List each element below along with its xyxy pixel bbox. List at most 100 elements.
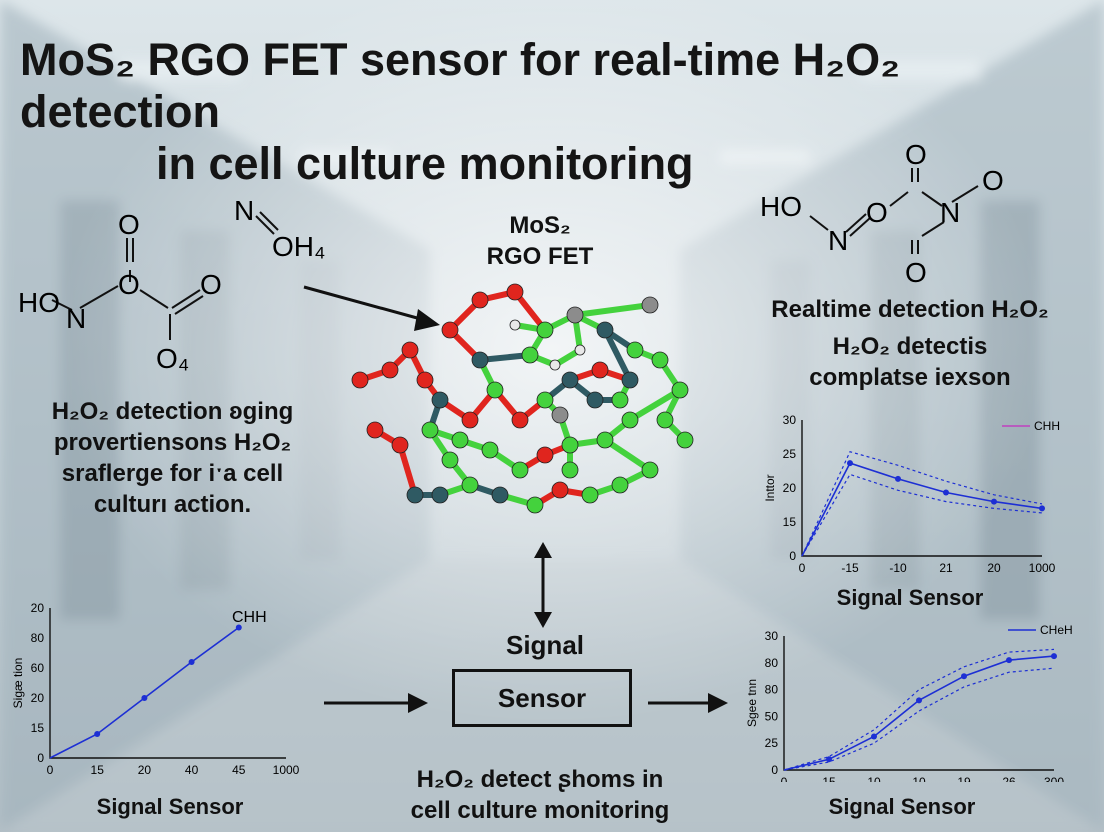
molecule-bond — [602, 327, 633, 383]
molecule-atom — [611, 476, 629, 494]
data-point — [916, 697, 922, 704]
x-tick-label: -15 — [841, 561, 859, 575]
x-tick-label: 21 — [939, 561, 953, 575]
left-caption: H₂O₂ detection ʚging provertiensons H₂O₂… — [20, 396, 325, 520]
molecule-atom — [461, 476, 479, 494]
molecule-atom — [671, 381, 689, 399]
series-line — [783, 655, 1055, 771]
chart-top-right-xlabel: Signal Sensor — [836, 585, 984, 610]
right-atom-O-mid: O — [866, 197, 888, 228]
molecule-atom — [366, 421, 384, 439]
x-tick-label: 20 — [138, 763, 152, 777]
arrow-into-sensor — [324, 693, 428, 713]
x-tick-label: 300 — [1044, 775, 1064, 782]
molecule-atom — [651, 351, 669, 369]
left-atom-N: N — [66, 303, 86, 334]
right-structural-formula: O HO O N O N O — [760, 140, 1004, 288]
molecule-atom — [416, 371, 434, 389]
x-tick-label: 20 — [987, 561, 1001, 575]
molecule-atom — [511, 411, 529, 429]
small-molecule-OH4: OH₄ — [272, 231, 325, 262]
molecule-atom — [441, 451, 459, 469]
molecule-bond — [397, 442, 418, 498]
y-tick-label: 80 — [765, 656, 779, 670]
sensor-box-label: Sensor — [497, 682, 587, 713]
center-label-line-2: RGO FET — [486, 243, 594, 270]
molecule-atom — [509, 319, 521, 331]
molecule-atom — [406, 486, 424, 504]
molecule-atom — [581, 486, 599, 504]
left-atom-O2: O — [118, 269, 140, 300]
data-point — [188, 659, 195, 665]
molecule-atom — [549, 359, 561, 371]
right-atom-HO: HO — [760, 191, 802, 222]
series-line — [801, 462, 1043, 557]
right-caption-line-3: complatse ieхson — [809, 364, 1011, 391]
x-tick-label: 26 — [1002, 775, 1016, 782]
molecule-atom — [536, 391, 554, 409]
molecule-atom — [351, 371, 369, 389]
molecule-atom — [391, 436, 409, 454]
center-label-line-1: MoS₂ — [509, 212, 571, 239]
molecule-atom — [481, 441, 499, 459]
molecule-atom — [641, 461, 659, 479]
molecule-atom — [431, 391, 449, 409]
y-tick-label: 20 — [31, 601, 45, 615]
molecule-atom — [611, 391, 629, 409]
molecule-atom — [626, 341, 644, 359]
y-tick-label: 30 — [783, 413, 797, 427]
molecule-atom — [561, 461, 579, 479]
molecule-atom — [536, 446, 554, 464]
bottom-caption-line-2: cell culture monitoring — [410, 797, 670, 824]
molecule-atom — [621, 371, 639, 389]
right-atom-O-bottom: O — [905, 257, 927, 288]
y-tick-label: 15 — [31, 721, 45, 735]
molecule-atom — [471, 291, 489, 309]
confidence-band-line — [801, 473, 1043, 557]
data-point — [141, 695, 148, 701]
x-tick-label: -10 — [889, 561, 907, 575]
molecule-atom — [596, 321, 614, 339]
y-tick-label: 80 — [31, 631, 45, 645]
molecule-atom — [656, 411, 674, 429]
molecule-bond — [627, 387, 683, 423]
right-atom-N: N — [940, 197, 960, 228]
right-atom-O-right: O — [982, 165, 1004, 196]
page-title: MoS₂ RGO FET sensor for real-time H₂O₂ d… — [20, 34, 1090, 190]
data-point — [847, 460, 853, 467]
molecule-atom — [536, 321, 554, 339]
x-tick-label: 0 — [799, 561, 806, 575]
molecule-atom — [676, 431, 694, 449]
legend-label: CHH — [232, 609, 267, 626]
x-tick-label: 1000 — [1029, 561, 1056, 575]
right-atom-O-top: O — [905, 140, 927, 170]
molecule-atom — [451, 431, 469, 449]
data-point — [1039, 505, 1045, 512]
left-atom-HO: HO — [18, 287, 60, 318]
molecule-atom — [591, 361, 609, 379]
series-line — [49, 626, 240, 759]
y-tick-label: 0 — [771, 763, 778, 777]
y-tick-label: 20 — [31, 691, 45, 705]
right-caption-line-2: H₂O₂ detectis — [832, 333, 988, 360]
left-atom-O4: O₄ — [156, 343, 189, 374]
chart-axes — [49, 608, 286, 759]
molecule-atom — [586, 391, 604, 409]
y-tick-label: 20 — [783, 481, 797, 495]
molecule-atom — [471, 351, 489, 369]
y-axis-label: Sigæ tion — [11, 658, 25, 709]
molecule-bond — [602, 437, 653, 473]
left-structural-formula: O O O HO N O₄ N OH₄ — [18, 195, 325, 374]
molecule-atom — [381, 361, 399, 379]
left-atom-O1: O — [118, 209, 140, 240]
y-tick-label: 0 — [789, 549, 796, 563]
left-caption-line-2: provertiensons H₂O₂ — [53, 429, 292, 456]
molecule-atom — [561, 371, 579, 389]
data-point — [961, 673, 967, 680]
small-molecule-N: N — [234, 195, 254, 226]
data-point — [991, 498, 997, 505]
x-tick-label: 0 — [47, 763, 54, 777]
y-tick-label: 15 — [783, 515, 797, 529]
bottom-caption: H₂O₂ detect ʂhoms in cell culture monito… — [380, 764, 700, 826]
